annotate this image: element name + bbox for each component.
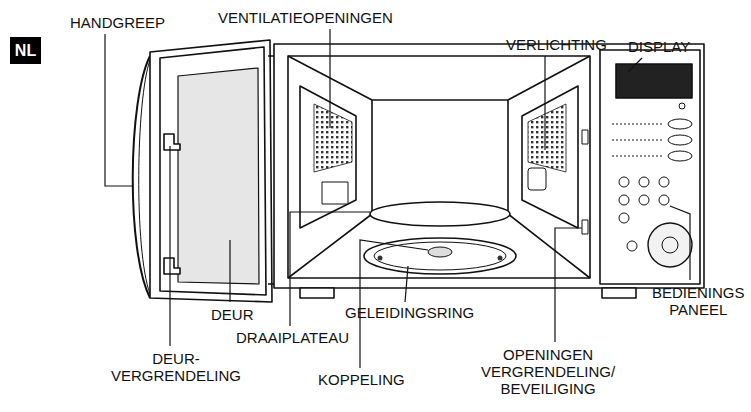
part-label: GELEIDINGSRING	[345, 304, 474, 321]
part-label: BEDIENINGS PANEEL	[652, 284, 745, 318]
part-label: DEUR- VERGRENDELING	[111, 350, 241, 384]
part-label: DISPLAY	[628, 38, 690, 55]
language-badge: NL	[10, 37, 41, 64]
part-label: OPENINGEN VERGRENDELING/ BEVEILIGING	[481, 346, 615, 397]
part-label: KOPPELING	[318, 371, 405, 388]
badge-text: NL	[15, 42, 36, 60]
part-label: HANDGREEP	[70, 14, 165, 31]
part-label: VENTILATIEOPENINGEN	[218, 9, 393, 26]
part-label: DEUR	[211, 306, 254, 323]
part-label: DRAAIPLATEAU	[236, 329, 349, 346]
part-label: VERLICHTING	[506, 36, 607, 53]
